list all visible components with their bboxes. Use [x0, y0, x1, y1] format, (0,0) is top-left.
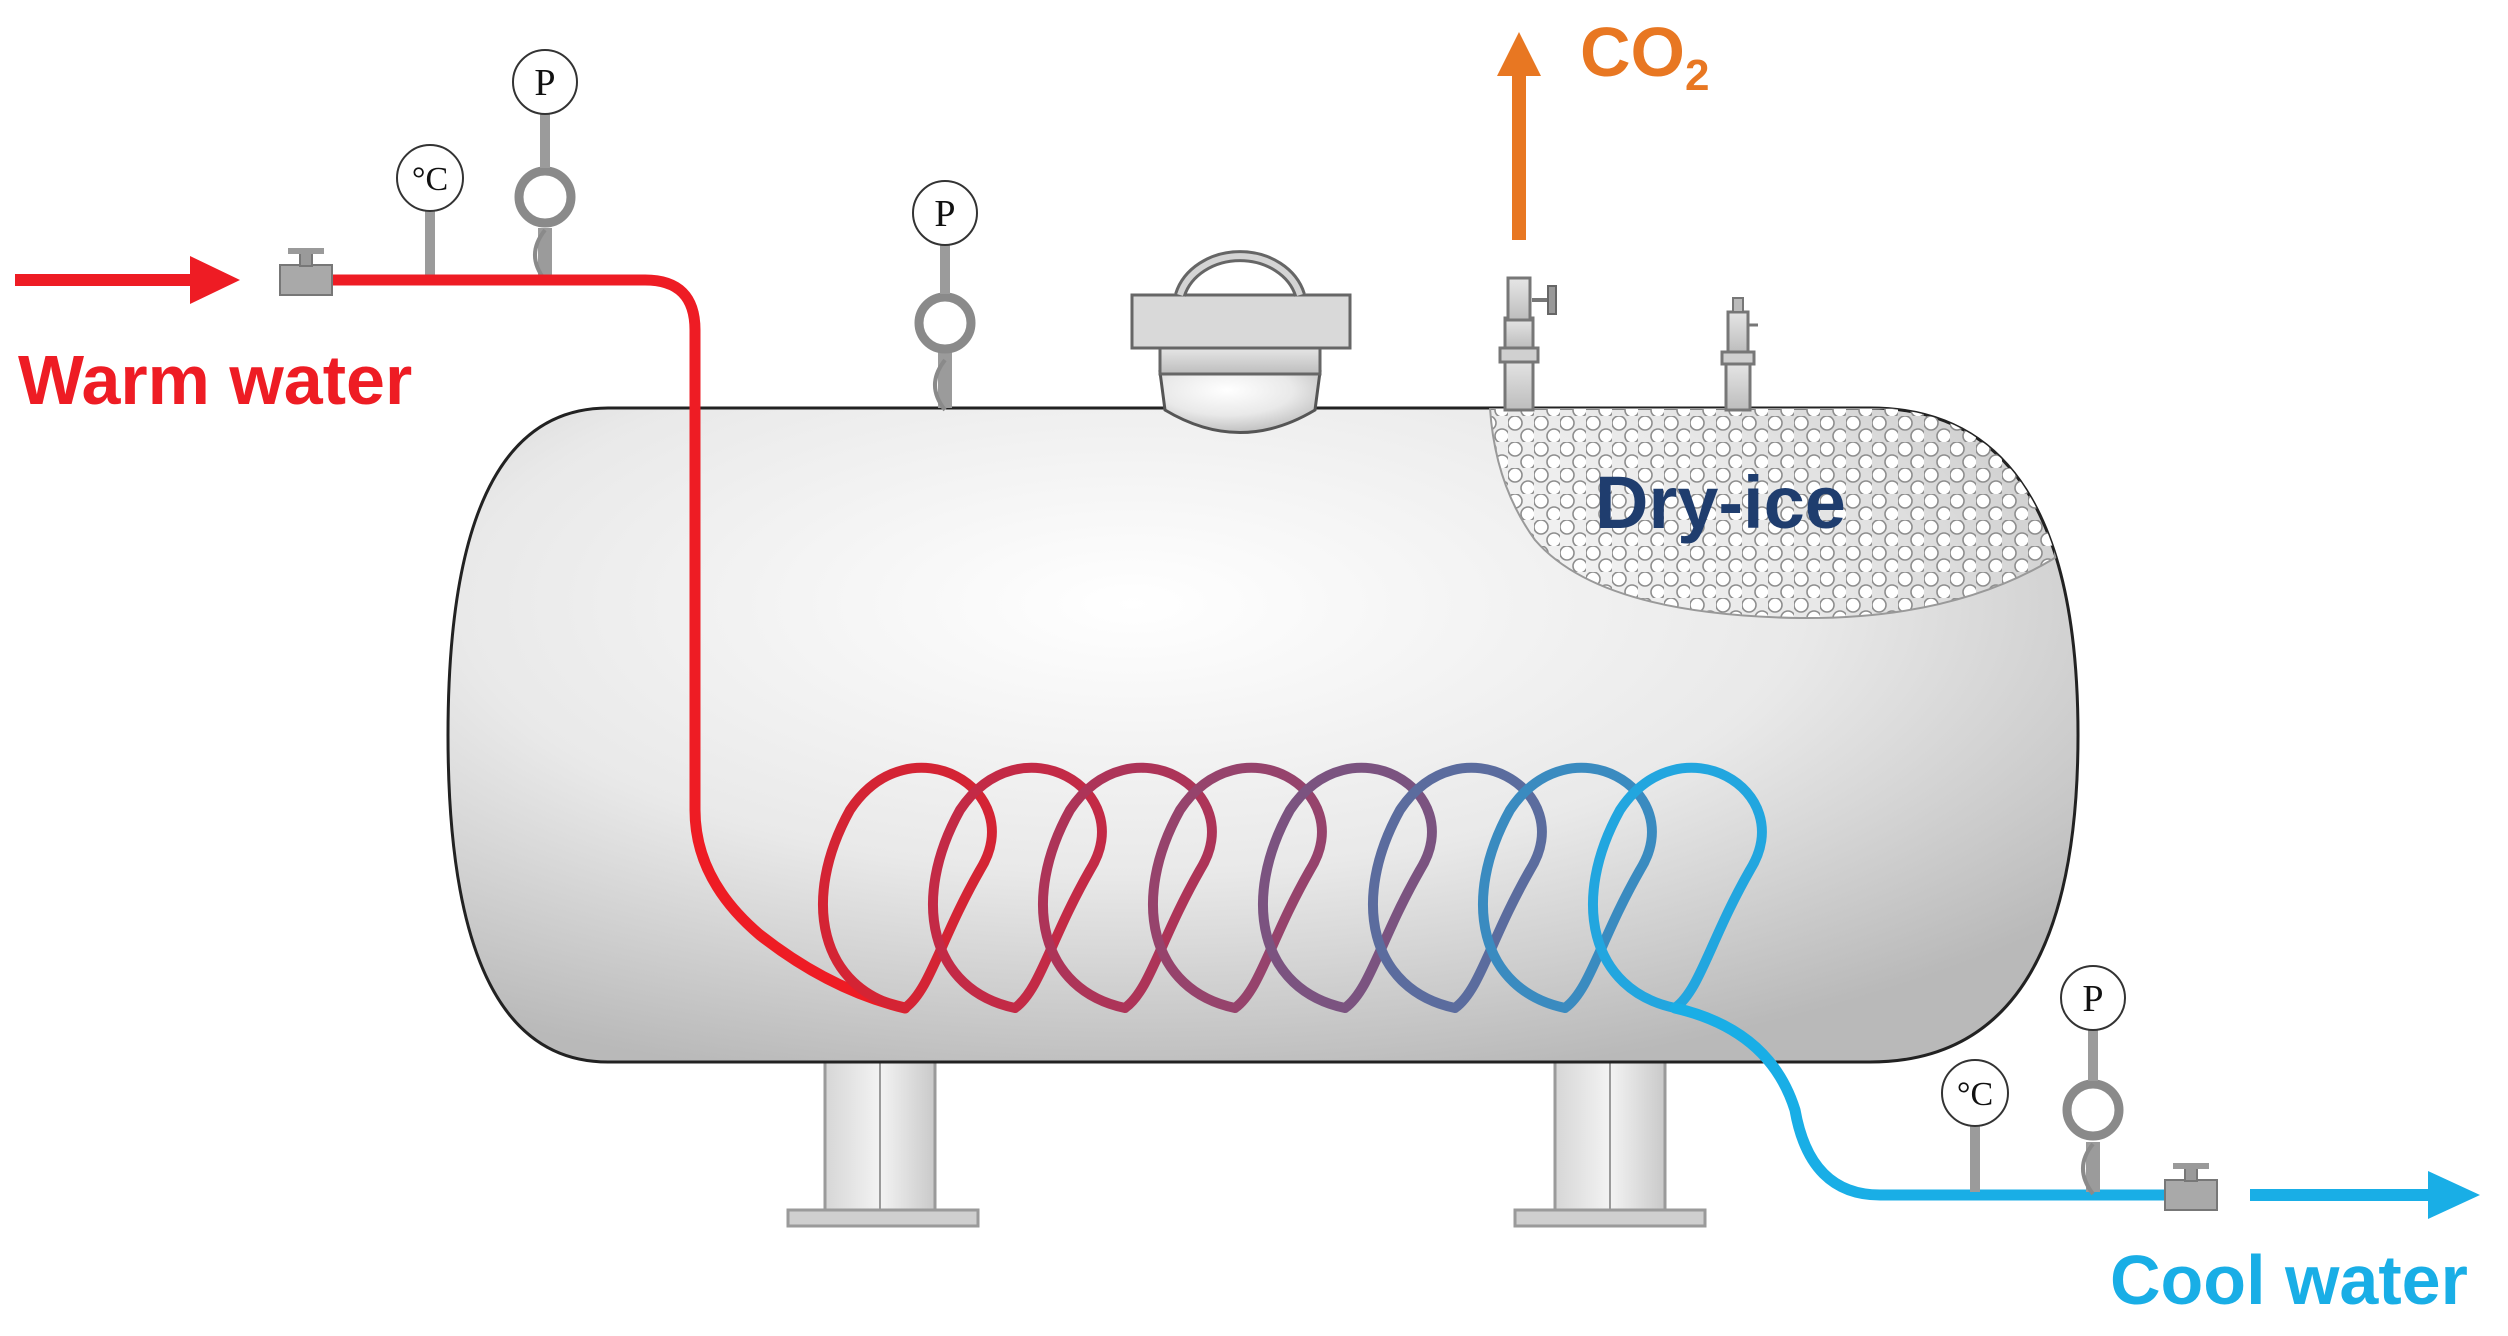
coil-loop-8 — [1588, 762, 1767, 1013]
inlet-temperature-gauge: °C — [396, 144, 464, 278]
tank-pressure-label: P — [934, 193, 955, 235]
co2-vent-valve — [1498, 276, 1557, 412]
warm-water-label: Warm water — [18, 341, 413, 419]
warm-water-arrow-icon — [15, 256, 240, 304]
cool-water-arrow-icon — [2250, 1171, 2480, 1219]
dry-ice-region — [1488, 408, 2078, 620]
inlet-valve — [279, 248, 333, 296]
coil-loop-4 — [1148, 762, 1327, 1013]
co2-label: CO2 — [1580, 12, 1709, 101]
heat-exchanger-coil — [818, 762, 1767, 1013]
cool-water-label: Cool water — [2110, 1240, 2468, 1320]
support-leg-right — [1513, 1058, 1707, 1228]
outlet-temperature-label: °C — [1957, 1076, 1993, 1113]
coil-loop-6 — [1368, 762, 1547, 1013]
outlet-pressure-gauge: P — [2060, 965, 2126, 1196]
cool-water-text: Cool water — [2110, 1241, 2468, 1319]
dry-ice-label: Dry-ice — [1595, 461, 1846, 544]
coil-loop-5 — [1258, 762, 1437, 1013]
co2-text: CO — [1580, 13, 1685, 91]
co2-subscript: 2 — [1685, 51, 1710, 100]
coil-loop-1 — [818, 762, 997, 1013]
coil-loop-7 — [1478, 762, 1657, 1013]
inlet-temperature-label: °C — [412, 161, 448, 198]
warm-water-pipe — [322, 274, 911, 1014]
co2-arrow-up-icon — [1497, 32, 1541, 240]
outlet-valve — [2164, 1163, 2218, 1211]
support-leg-left — [786, 1058, 980, 1228]
inlet-pressure-gauge: P — [512, 49, 578, 282]
safety-relief-valve — [1720, 297, 1758, 412]
tank-pressure-gauge: P — [912, 180, 978, 412]
inlet-pressure-label: P — [534, 62, 555, 104]
outlet-pressure-label: P — [2082, 978, 2103, 1020]
coil-loop-2 — [928, 762, 1107, 1013]
manhole-hatch — [1130, 250, 1352, 434]
cool-water-pipe — [1669, 1002, 2184, 1201]
outlet-temperature-gauge: °C — [1941, 1059, 2009, 1192]
coil-loop-3 — [1038, 762, 1217, 1013]
